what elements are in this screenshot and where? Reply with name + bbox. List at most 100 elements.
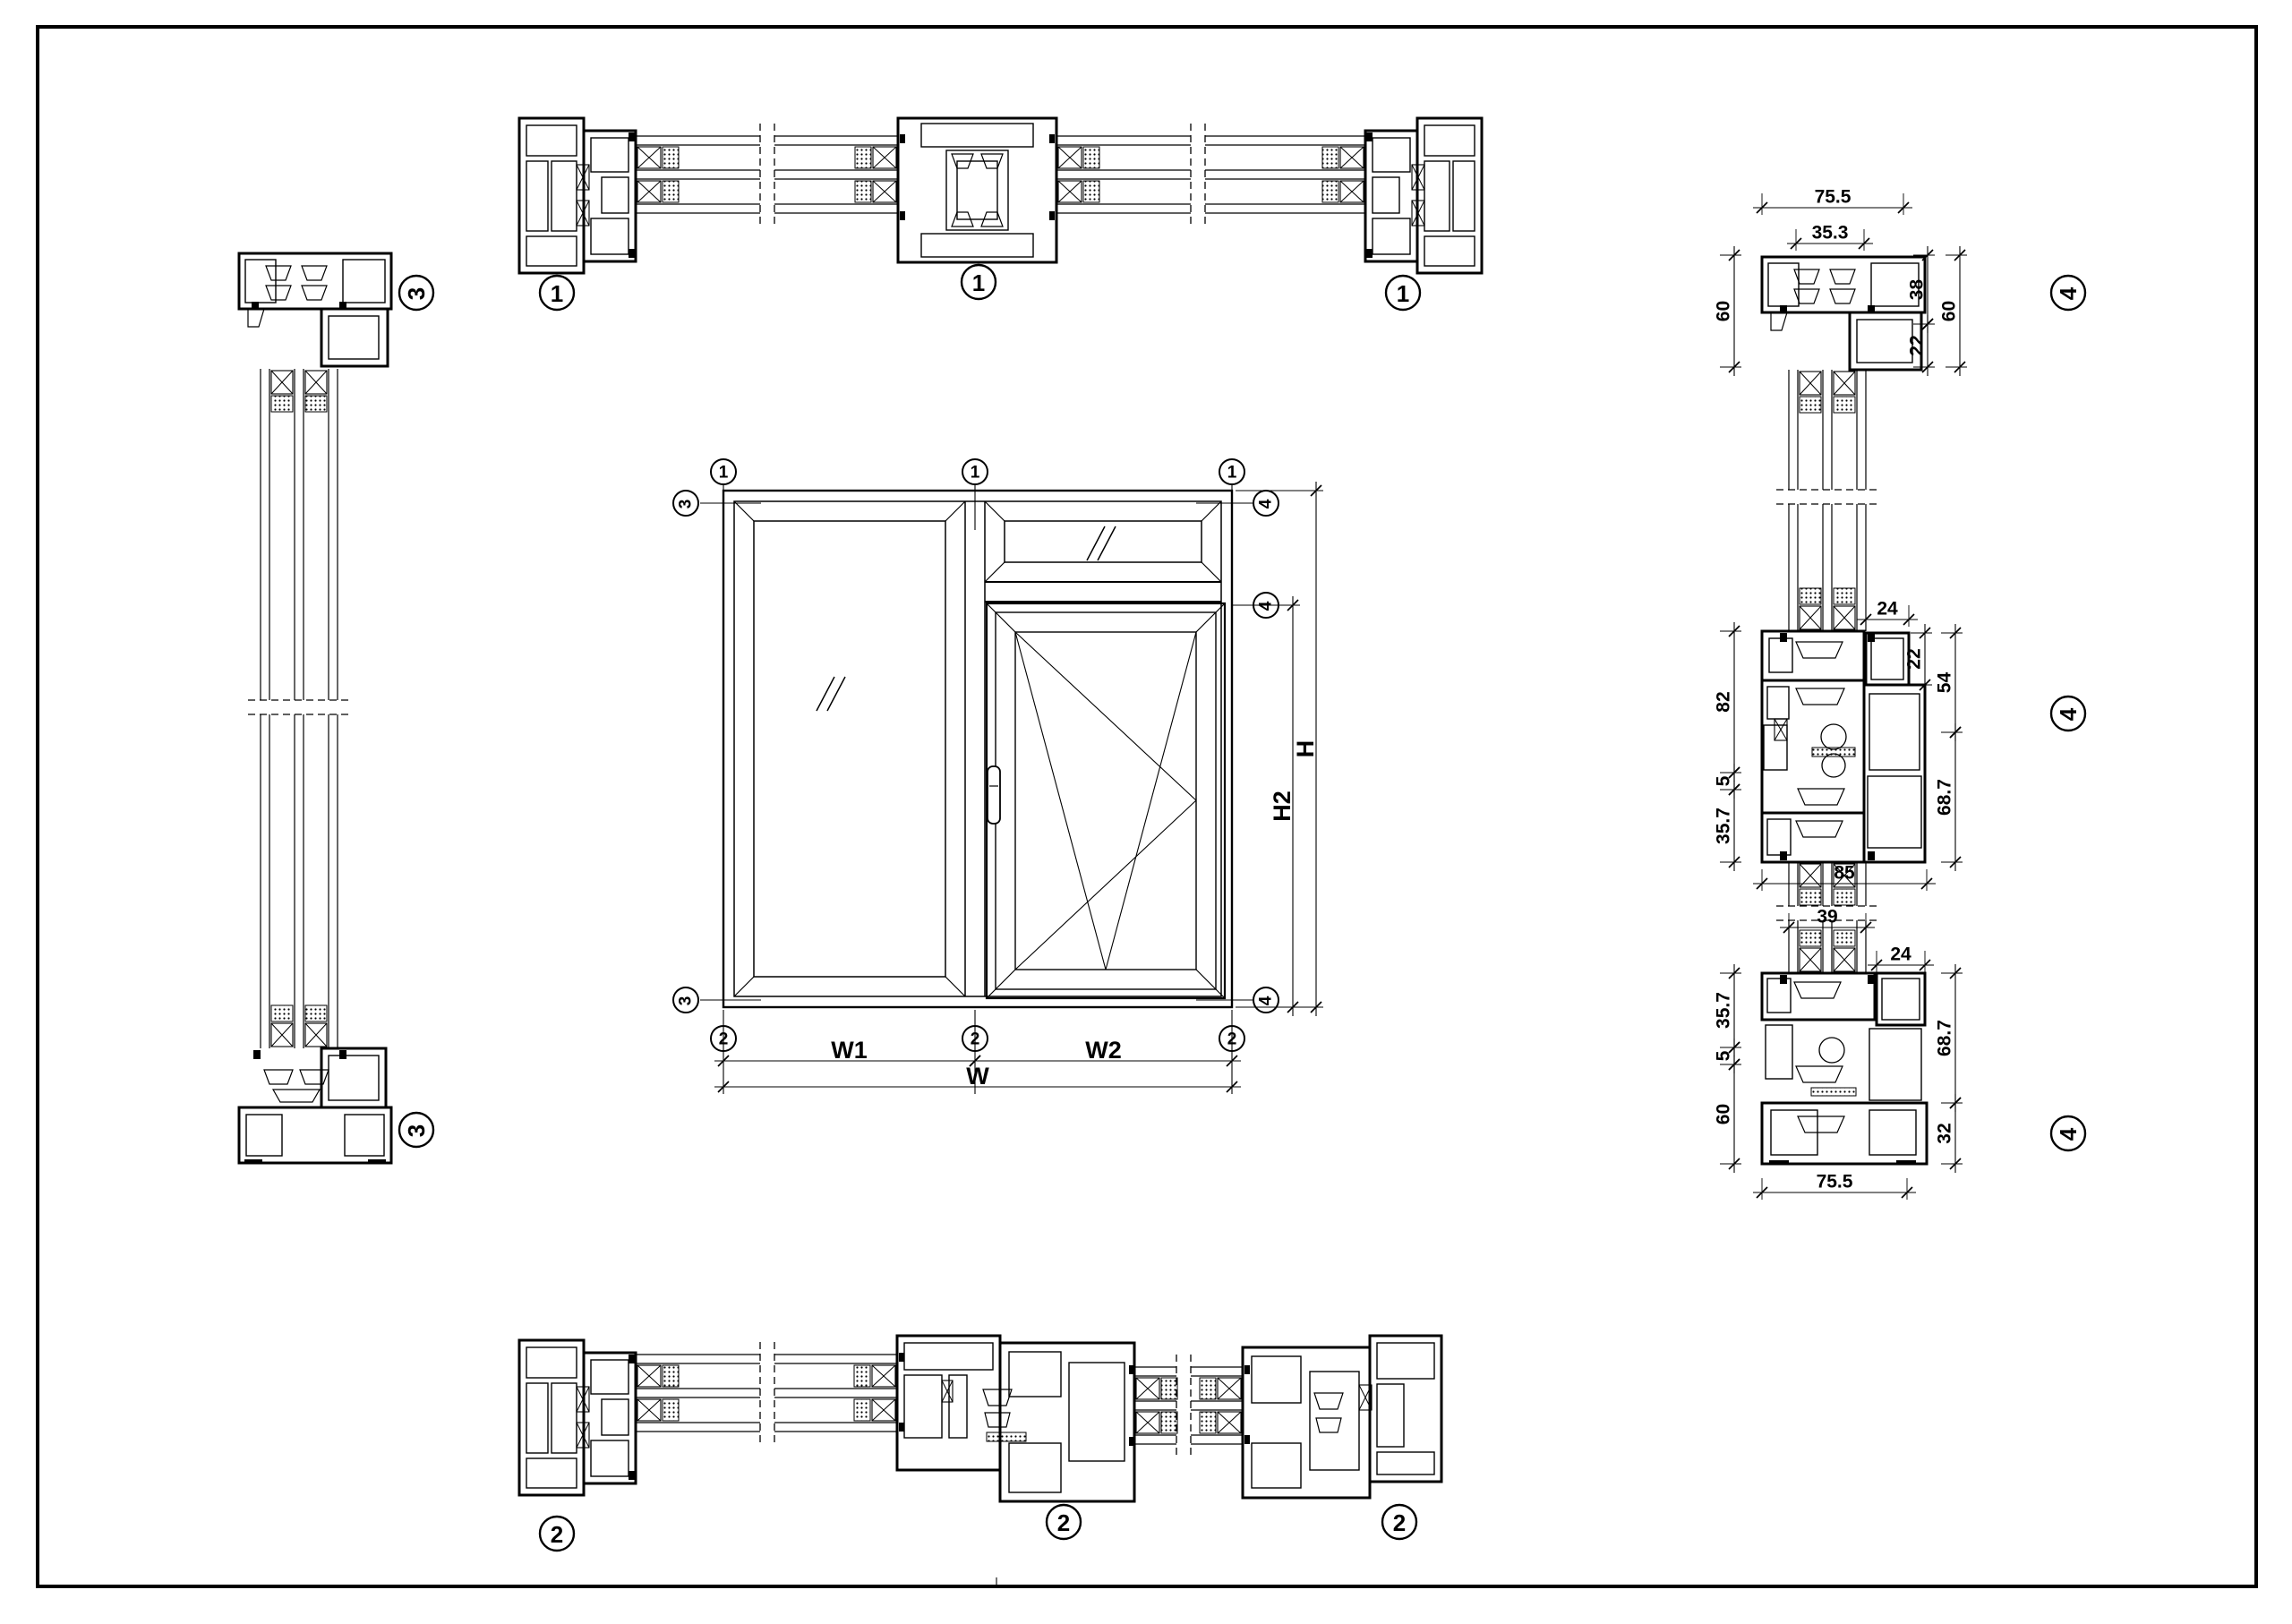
dim-label: W2 [1085, 1037, 1122, 1064]
section-marker-number: 1 [551, 280, 563, 307]
section-marker-1: 1 [1384, 274, 1422, 312]
section1-center-mullion [896, 116, 1058, 264]
dimension-22: 22 [1904, 624, 1932, 694]
section-marker-2: 2 [538, 1515, 576, 1552]
section3-sill [237, 1047, 393, 1165]
glazing [248, 124, 1878, 1457]
glazing-run [1134, 1355, 1243, 1457]
section-marker-3: 3 [672, 490, 699, 517]
section-marker-number: 3 [403, 287, 430, 300]
section4-head [1760, 255, 1927, 372]
dimension-68.7: 68.7 [1935, 723, 1963, 871]
section-marker-number: 2 [551, 1521, 563, 1548]
section-marker-2: 2 [962, 1025, 988, 1052]
dim-label: 24 [1890, 944, 1911, 965]
section-marker-4: 4 [1253, 592, 1279, 619]
dim-label: W1 [831, 1037, 868, 1064]
section-marker-number: 4 [2055, 286, 2082, 300]
section1-left-jamb [517, 116, 637, 275]
dimension-W: W [714, 1063, 1241, 1094]
dimension-60: 60 [1939, 246, 1967, 376]
dimension-5: 5 [1714, 1039, 1741, 1073]
dimension-W2: W2 [966, 1037, 1241, 1068]
dim-label: 5 [1714, 775, 1734, 786]
dim-label: 35.7 [1714, 992, 1734, 1029]
dimension-35.3: 35.3 [1787, 223, 1873, 251]
glazing-run [1776, 370, 1878, 631]
dimension-75.5: 75.5 [1753, 1172, 1916, 1200]
section-marker-number: 3 [403, 1124, 430, 1137]
section-marker-number: 1 [719, 464, 729, 483]
section-marker-1: 1 [710, 458, 737, 485]
section-marker-3: 3 [398, 1111, 435, 1149]
dim-label: W [966, 1063, 989, 1090]
dim-label: 82 [1714, 691, 1734, 712]
dim-label: 22 [1904, 648, 1925, 669]
section-marker-number: 4 [1257, 601, 1276, 611]
tilt-turn-symbol [1014, 631, 1197, 970]
section-marker-number: 1 [971, 464, 980, 483]
dimension-35.7: 35.7 [1714, 964, 1741, 1056]
section2-mullion-sash [895, 1334, 1136, 1503]
section-marker-number: 2 [719, 1030, 729, 1049]
section-marker-3: 3 [398, 274, 435, 312]
glass-mark [816, 676, 846, 712]
section-marker-number: 4 [2055, 1127, 2082, 1141]
dim-label: 32 [1935, 1123, 1955, 1143]
section2-sash-jamb [1241, 1334, 1443, 1500]
dimension-24: 24 [1868, 944, 1934, 972]
dimension-68.7: 68.7 [1935, 964, 1963, 1112]
section-marker-1: 1 [962, 458, 988, 485]
section-marker-2: 2 [710, 1025, 737, 1052]
section-marker-number: 1 [972, 269, 985, 296]
dim-label: 54 [1935, 672, 1955, 694]
dimension-5: 5 [1714, 764, 1741, 799]
section-marker-1: 1 [960, 263, 997, 301]
glazing-run [1056, 124, 1365, 226]
section-marker-2: 2 [1219, 1025, 1245, 1052]
window-elevation [722, 489, 1234, 1009]
dimension-60: 60 [1714, 246, 1741, 376]
glazing-run [248, 369, 350, 1048]
dim-label: 75.5 [1817, 1172, 1853, 1192]
section-marker-number: 4 [1257, 499, 1276, 509]
section3-head [237, 252, 393, 368]
section-marker-4: 4 [1253, 490, 1279, 517]
glazing-run [636, 124, 898, 226]
glazing-run [1776, 862, 1878, 973]
section-marker-1: 1 [538, 274, 576, 312]
section-marker-number: 2 [971, 1030, 980, 1049]
dim-label: 60 [1714, 1104, 1734, 1124]
section-marker-1: 1 [1219, 458, 1245, 485]
section1-right-jamb [1364, 116, 1484, 275]
dim-label: 85 [1834, 863, 1855, 884]
dimensions: 75.535.36038226024225468.782535.78539243… [714, 187, 1967, 1200]
dim-label: 68.7 [1935, 1020, 1955, 1056]
dim-label: 35.7 [1714, 808, 1734, 844]
section-marker-4: 4 [2049, 695, 2087, 732]
dim-label: 38 [1907, 279, 1928, 301]
section-marker-number: 4 [1257, 996, 1276, 1005]
dimension-H2: H2 [1269, 596, 1300, 1016]
dimension-22: 22 [1907, 315, 1935, 376]
dimension-75.5: 75.5 [1753, 187, 1912, 215]
dim-label: 5 [1714, 1050, 1734, 1061]
section-marker-number: 2 [1057, 1509, 1070, 1536]
section-marker-number: 2 [1227, 1030, 1237, 1049]
dim-label: H2 [1269, 791, 1296, 822]
dim-label: 39 [1817, 907, 1837, 927]
glass-mark [1086, 526, 1116, 561]
dimension-35.7: 35.7 [1714, 781, 1741, 871]
glazing-run [636, 1342, 897, 1444]
section-marker-number: 1 [1397, 280, 1409, 307]
dim-label: 24 [1877, 599, 1898, 620]
section-marker-4: 4 [2049, 274, 2087, 312]
section4-sash-sill [1760, 971, 1929, 1166]
dimension-H: H [1292, 482, 1323, 1016]
dimension-60: 60 [1714, 1056, 1741, 1173]
dim-label: 60 [1714, 301, 1734, 321]
section-details [237, 116, 1929, 1503]
